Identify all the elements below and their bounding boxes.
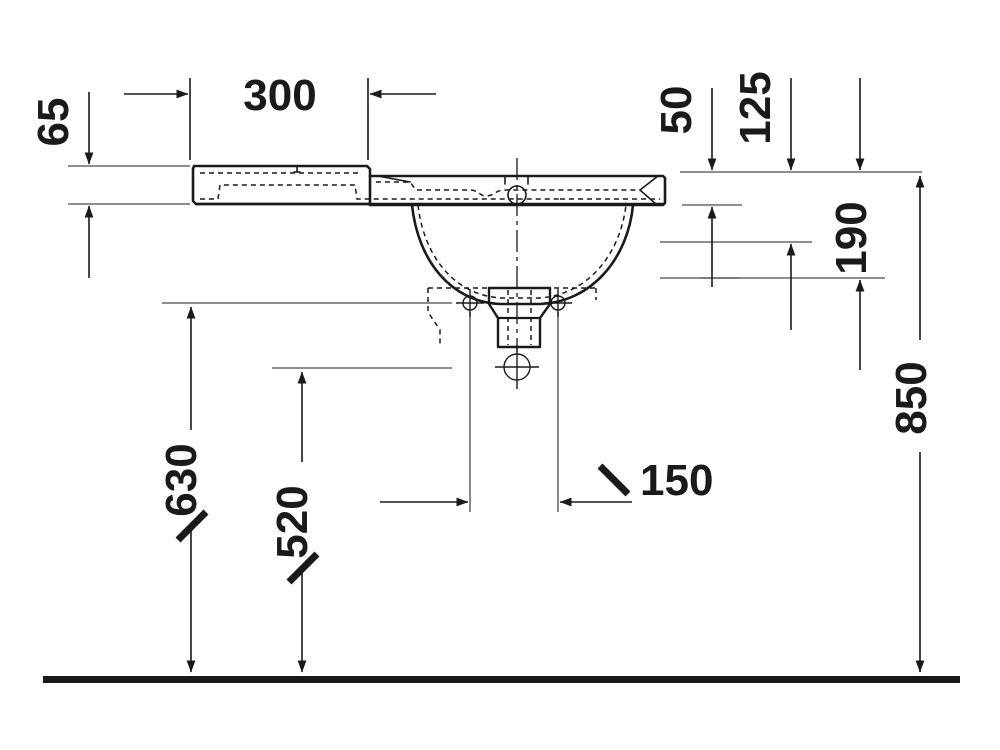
- basin-hidden-lines: [200, 172, 660, 345]
- crease-right-bowl-top: [639, 175, 659, 191]
- fixing-hole-right: [544, 289, 572, 317]
- shelf-inner-profile-dash: [200, 184, 560, 200]
- dimension-150: 150: [380, 456, 713, 507]
- drain-left-dash: [427, 288, 441, 345]
- dim-630-label: 630: [157, 443, 206, 516]
- bowl-outer-curve: [410, 203, 635, 306]
- dim-190-label: 190: [827, 201, 876, 274]
- dimension-65: 65: [29, 92, 94, 278]
- dimension-300: 300: [124, 71, 436, 160]
- dimension-50: 50: [652, 86, 717, 287]
- dimension-190: 190: [827, 78, 876, 370]
- floor-line: [43, 676, 960, 683]
- rim-bowl-inner-dash: [376, 181, 640, 197]
- dim-125-label: 125: [731, 71, 780, 144]
- dim-520-leader-arrow: [286, 551, 320, 585]
- dim-150-leader-arrow: [597, 463, 631, 497]
- dim-65-label: 65: [29, 98, 78, 147]
- extension-lines: [68, 165, 922, 512]
- dimension-520: 520: [268, 371, 320, 673]
- crease-left-bowl: [377, 175, 411, 183]
- trap-centre-marker: [495, 345, 539, 389]
- dim-150-label: 150: [640, 456, 713, 505]
- dimension-850: 850: [887, 175, 936, 673]
- crease-right-bowl-bottom: [639, 189, 657, 205]
- fixing-hole-markers: [456, 289, 572, 389]
- dim-300-label: 300: [243, 71, 316, 120]
- dimension-630: 630: [157, 306, 209, 673]
- dimension-125: 125: [731, 71, 796, 330]
- dim-520-label: 520: [268, 485, 317, 558]
- basin-body: [191, 164, 667, 349]
- dim-850-label: 850: [887, 361, 936, 434]
- fixing-hole-left: [456, 289, 484, 317]
- dim-50-label: 50: [652, 86, 701, 135]
- dim-630-leader-arrow: [175, 509, 209, 543]
- bowl-inner-dash: [417, 204, 627, 299]
